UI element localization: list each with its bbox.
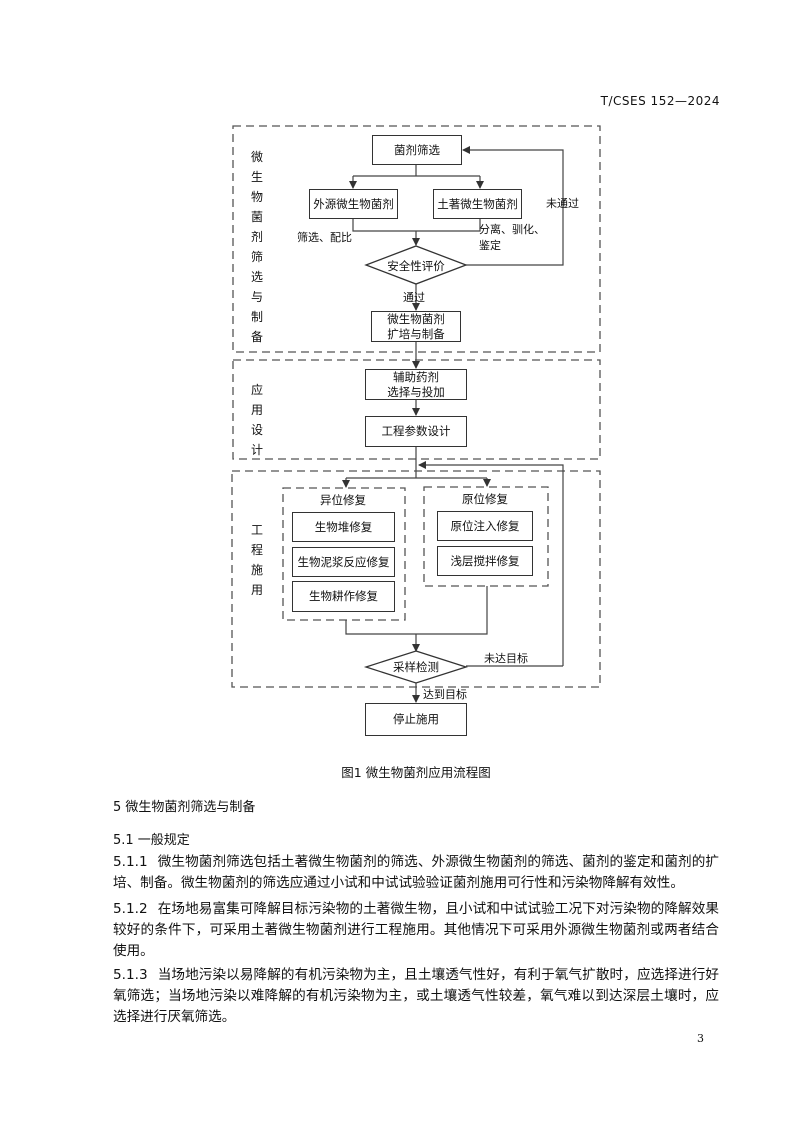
document-number: T/CSES 152—2024 <box>600 94 720 108</box>
node-expand-line1: 微生物菌剂 <box>387 311 445 326</box>
label-pass: 通过 <box>403 291 425 304</box>
clause-number: 5.1.2 <box>113 901 148 917</box>
node-indigenous: 土著微生物菌剂 <box>433 189 522 219</box>
subsection-heading: 5.1 一般规定 <box>113 833 190 848</box>
node-aux-line2: 选择与投加 <box>387 384 445 399</box>
exsitu-item: 生物耕作修复 <box>292 581 395 612</box>
node-expand: 微生物菌剂 扩培与制备 <box>371 311 461 342</box>
clause-number: 5.1.3 <box>113 967 148 983</box>
node-aux: 辅助药剂 选择与投加 <box>365 369 467 400</box>
insitu-group-frame <box>423 486 549 587</box>
page-number: 3 <box>697 1032 704 1045</box>
node-params: 工程参数设计 <box>365 416 467 447</box>
section-label-application: 工程施用 <box>251 523 264 597</box>
insitu-item: 原位注入修复 <box>437 511 533 541</box>
section-label-design: 应用设计 <box>251 383 264 457</box>
label-fail: 未通过 <box>546 197 579 210</box>
sampling-detection-diamond <box>363 650 469 684</box>
clause-number: 5.1.1 <box>113 854 148 870</box>
safety-evaluation-diamond <box>364 245 468 285</box>
node-screen: 菌剂筛选 <box>372 135 462 165</box>
label-isolate-1: 分离、驯化、 <box>479 223 545 236</box>
node-exogenous: 外源微生物菌剂 <box>309 189 398 219</box>
insitu-title: 原位修复 <box>462 492 508 506</box>
exsitu-item: 生物堆修复 <box>292 512 395 542</box>
clause-text: 当场地污染以易降解的有机污染物为主，且土壤透气性好，有利于氧气扩散时，应选择进行… <box>113 967 719 1025</box>
insitu-item: 浅层搅拌修复 <box>437 546 533 576</box>
label-reached: 达到目标 <box>423 688 467 701</box>
node-stop: 停止施用 <box>365 703 467 736</box>
section-screening-frame <box>232 125 601 353</box>
exsitu-group-frame <box>282 487 406 621</box>
node-sampling: 采样检测 <box>393 660 439 674</box>
node-aux-line1: 辅助药剂 <box>393 369 439 384</box>
node-expand-line2: 扩培与制备 <box>387 326 445 341</box>
label-screen-ratio: 筛选、配比 <box>297 231 352 244</box>
section-label-screening: 微生物菌剂筛选与制备 <box>251 150 264 344</box>
label-isolate-2: 鉴定 <box>479 239 501 252</box>
exsitu-title: 异位修复 <box>320 493 366 507</box>
clause-text: 在场地易富集可降解目标污染物的土著微生物，且小试和中试试验工况下对污染物的降解效… <box>113 901 719 959</box>
figure-caption: 图1 微生物菌剂应用流程图 <box>341 765 491 780</box>
exsitu-item: 生物泥浆反应修复 <box>292 547 395 577</box>
flowchart-lines <box>231 125 601 703</box>
clause-text: 微生物菌剂筛选包括土著微生物菌剂的筛选、外源微生物菌剂的筛选、菌剂的鉴定和菌剂的… <box>113 854 719 891</box>
label-not-reached: 未达目标 <box>484 652 528 665</box>
node-safety: 安全性评价 <box>387 259 445 273</box>
section-heading: 5 微生物菌剂筛选与制备 <box>113 800 256 815</box>
